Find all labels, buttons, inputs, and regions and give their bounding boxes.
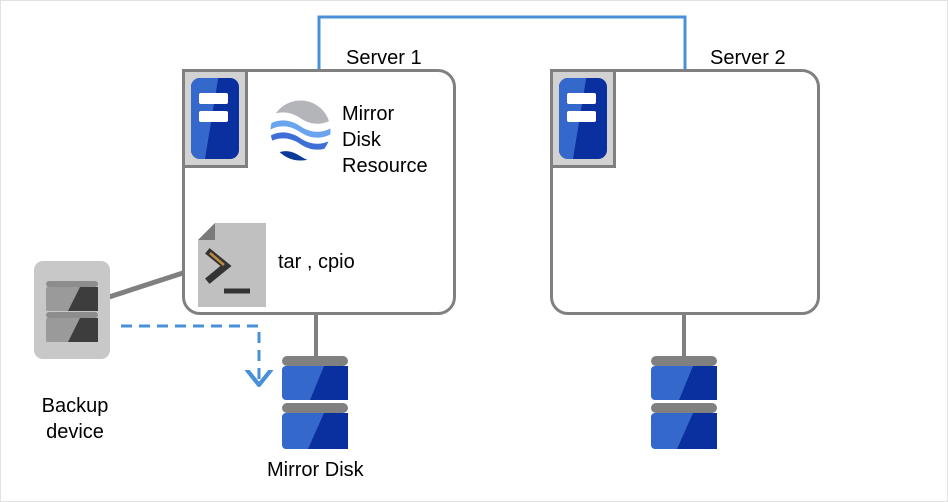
- mirror-disk-label: Mirror Disk: [267, 459, 364, 481]
- server-2-label: Server 2: [710, 47, 786, 69]
- server-icon-body: [559, 78, 607, 159]
- backup-device-icon[interactable]: [34, 261, 110, 359]
- server-2-machine-icon[interactable]: [550, 69, 616, 168]
- globe-logo-icon: [270, 100, 331, 161]
- backup-device-label: Backup device: [41, 395, 109, 443]
- server-icon-bar-top: [566, 93, 597, 104]
- server-1-label: Server 1: [346, 47, 422, 69]
- terminal-script-file-icon: [198, 223, 266, 307]
- backup-restore-arrow: [121, 324, 259, 379]
- backup-device-cable: [108, 269, 187, 300]
- mirror-disk-resource-label: Mirror Disk Resource: [342, 103, 428, 177]
- mirror-disk-icon[interactable]: [280, 356, 350, 454]
- server-icon-body: [191, 78, 239, 159]
- server-icon-bar-top: [198, 93, 229, 104]
- backup-device-media: [46, 281, 98, 342]
- server-icon-bar-bottom: [198, 111, 229, 122]
- tar-cpio-label: tar , cpio: [278, 251, 355, 273]
- server-2-disk-icon[interactable]: [649, 356, 719, 454]
- server-1-machine-icon[interactable]: [182, 69, 248, 168]
- interconnect-line: [317, 15, 687, 71]
- server-icon-bar-bottom: [566, 111, 597, 122]
